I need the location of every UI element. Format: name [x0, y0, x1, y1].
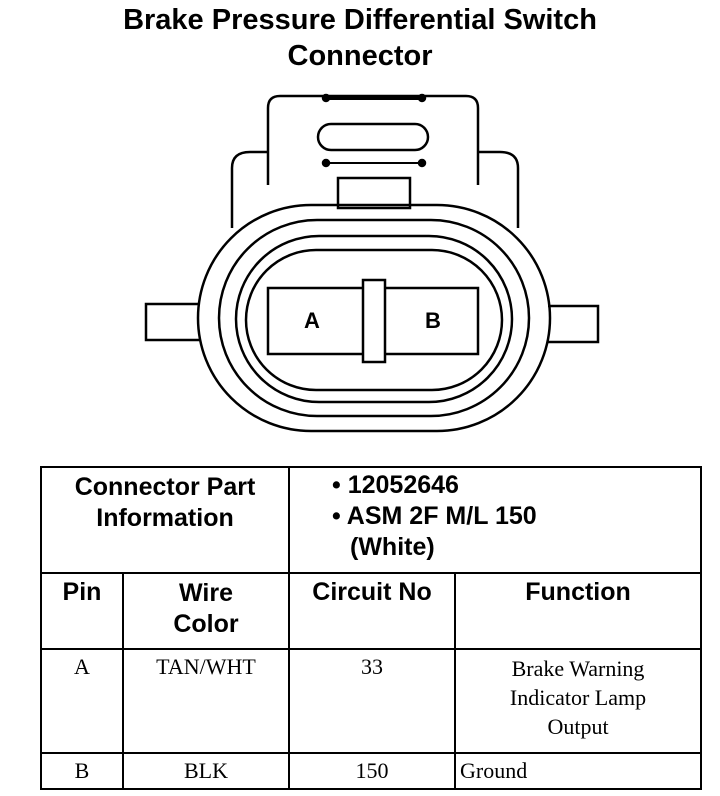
part-info-values-cell: • 12052646 • ASM 2F M/L 150 (White)	[288, 466, 703, 574]
part-info-label-cell: Connector Part Information	[39, 466, 291, 574]
connector-body-ring-3	[234, 234, 514, 404]
table-row: A TAN/WHT 33 Brake Warning Indicator Lam…	[40, 648, 703, 754]
row-b-wire-color: BLK	[121, 752, 291, 790]
connector-body-ring-2	[217, 218, 531, 418]
connector-body-ring-4	[244, 248, 504, 392]
pin-b-label: B	[425, 308, 441, 333]
shoulder-outline	[230, 150, 520, 228]
row-b-pin: B	[40, 752, 124, 790]
part-assembly: • ASM 2F M/L 150	[332, 502, 537, 530]
latch-cap	[266, 94, 480, 185]
row-a-wire-color: TAN/WHT	[121, 648, 291, 754]
connector-info-table: Connector Part Information • 12052646 • …	[39, 466, 703, 790]
center-divider	[361, 278, 387, 364]
row-b-function: Ground	[454, 752, 703, 790]
part-number: • 12052646	[332, 471, 459, 499]
connector-diagram: A B	[144, 93, 600, 433]
diagram-title-line2: Connector	[287, 40, 433, 72]
part-color: (White)	[350, 533, 435, 561]
part-info-label: Connector Part Information	[74, 473, 256, 532]
header-circuit-no: Circuit No	[288, 572, 457, 650]
header-pin: Pin	[40, 572, 124, 650]
right-tab	[548, 304, 600, 344]
header-wire-color: Wire Color	[121, 572, 291, 650]
connector-body-outer	[196, 203, 552, 433]
row-a-circuit: 33	[288, 648, 457, 754]
left-tab	[144, 302, 200, 342]
latch-stem	[336, 176, 412, 210]
pin-a-label: A	[304, 308, 320, 333]
row-a-pin: A	[40, 648, 124, 754]
row-b-circuit: 150	[288, 752, 457, 790]
row-a-function: Brake Warning Indicator Lamp Output	[454, 648, 703, 754]
diagram-title-line1: Brake Pressure Differential Switch	[123, 4, 597, 36]
header-function: Function	[454, 572, 703, 650]
table-row: B BLK 150 Ground	[40, 752, 703, 790]
latch-slot	[316, 122, 430, 152]
